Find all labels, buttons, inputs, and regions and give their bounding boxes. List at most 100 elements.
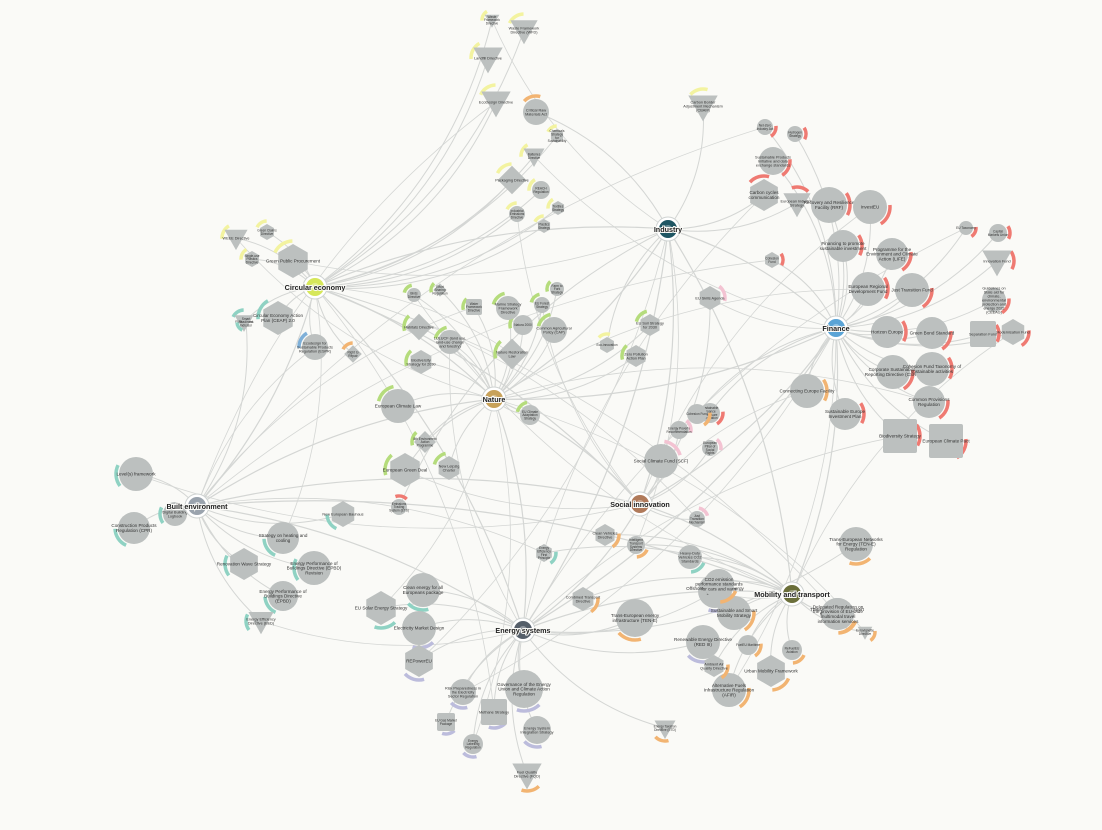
policy-node[interactable]: EU Solar Energy Strategy xyxy=(355,591,408,630)
policy-node[interactable]: FuelEU Maritime xyxy=(736,635,763,658)
policy-node[interactable]: Eco-innovation xyxy=(596,332,618,353)
policy-node[interactable]: EU Taxonomy xyxy=(956,221,978,238)
hub-social[interactable]: Social innovation xyxy=(609,491,671,517)
policy-node[interactable]: New European Bauhaus xyxy=(322,501,364,531)
policy-node[interactable]: Just Transition Fund xyxy=(891,273,934,309)
policy-node[interactable]: REPowerEU xyxy=(403,645,433,682)
hub-nature[interactable]: Nature xyxy=(481,386,507,412)
policy-node[interactable]: Electricity Market Design xyxy=(394,611,445,650)
policy-node[interactable]: EU Skills Agenda xyxy=(695,284,727,310)
policy-node[interactable]: WEEE Directive xyxy=(220,224,250,251)
hub-circular[interactable]: Circular economy xyxy=(284,274,346,300)
policy-node[interactable]: InvestEU xyxy=(853,190,892,226)
policy-node[interactable]: Green Public Procurement xyxy=(266,239,321,278)
policy-node[interactable]: Level(s) framework xyxy=(114,457,156,491)
policy-node[interactable]: Renewable Energy Directive(RED III) xyxy=(674,625,732,664)
policy-node[interactable]: Green Bond Standard xyxy=(910,317,955,351)
hub-industry[interactable]: Industry xyxy=(653,216,683,242)
hub-finance[interactable]: Finance xyxy=(821,315,851,341)
hub-energy[interactable]: Energy systems xyxy=(494,617,552,643)
policy-node[interactable]: Habitats Directive xyxy=(402,313,434,341)
policy-node[interactable]: EcoDesign Directive xyxy=(479,83,513,118)
policy-node[interactable]: European Climate Law xyxy=(375,384,422,423)
policy-node[interactable]: Renovation Wave Strategy xyxy=(217,548,272,580)
policy-node[interactable]: Social Climate Fund (SCF) xyxy=(634,439,689,478)
policy-node[interactable]: Horizon Europe xyxy=(871,316,908,348)
policy-node[interactable]: Modernisation Fund xyxy=(996,319,1031,347)
policy-node[interactable]: Cohesion Fund xyxy=(686,404,712,427)
policy-node[interactable]: Urban Mobility Framework xyxy=(744,655,799,692)
policy-node[interactable]: Connecting Europe Facility xyxy=(780,374,836,408)
